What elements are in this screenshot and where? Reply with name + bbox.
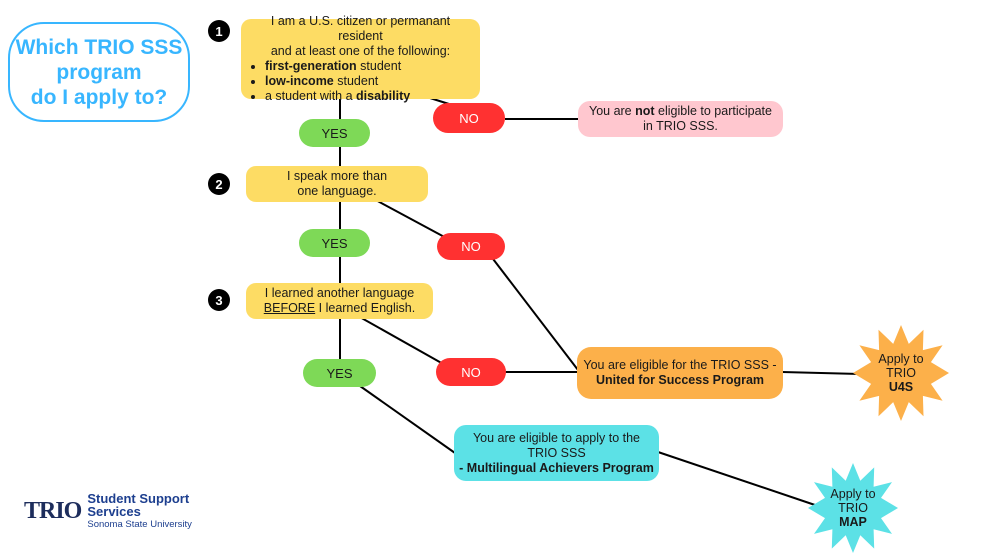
apply-u4s-star: Apply to TRIO U4S	[850, 322, 952, 424]
trio-sss-logo: TRIO Student Support Services Sonoma Sta…	[24, 491, 192, 530]
connector-yes3-map	[359, 385, 456, 454]
question-2-box: I speak more than one language.	[246, 166, 428, 202]
connector-u4s-star	[781, 371, 861, 375]
not-eligible-box: You are not eligible to participate in T…	[578, 101, 783, 137]
page-title: Which TRIO SSS program do I apply to?	[8, 22, 190, 122]
no-badge-2: NO	[437, 233, 505, 260]
connector-no2-u4s	[489, 254, 579, 371]
criteria-list: first-generation student low-income stud…	[251, 59, 410, 104]
no-badge-3: NO	[436, 358, 506, 386]
criteria-item: a student with a disability	[265, 89, 410, 104]
trio-wordmark: TRIO	[24, 498, 82, 524]
connector-map-star	[657, 451, 816, 506]
connector-q3-no3	[357, 315, 446, 366]
starburst-icon	[853, 325, 949, 421]
u4s-eligible-box: You are eligible for the TRIO SSS - Unit…	[577, 347, 783, 399]
yes-badge-1: YES	[299, 119, 370, 147]
apply-map-star: Apply to TRIO MAP	[805, 460, 901, 556]
step-number-1: 1	[208, 20, 230, 42]
yes-badge-3: YES	[303, 359, 376, 387]
question-3-box: I learned another language BEFORE I lear…	[246, 283, 433, 319]
starburst-icon	[808, 463, 898, 553]
no-badge-1: NO	[433, 103, 505, 133]
step-number-2: 2	[208, 173, 230, 195]
criteria-item: low-income student	[265, 74, 410, 89]
connector-q2-no2	[371, 197, 451, 241]
map-eligible-box: You are eligible to apply to the TRIO SS…	[454, 425, 659, 481]
question-1-box: I am a U.S. citizen or permanant residen…	[241, 14, 480, 103]
yes-badge-2: YES	[299, 229, 370, 257]
step-number-3: 3	[208, 289, 230, 311]
criteria-item: first-generation student	[265, 59, 410, 74]
